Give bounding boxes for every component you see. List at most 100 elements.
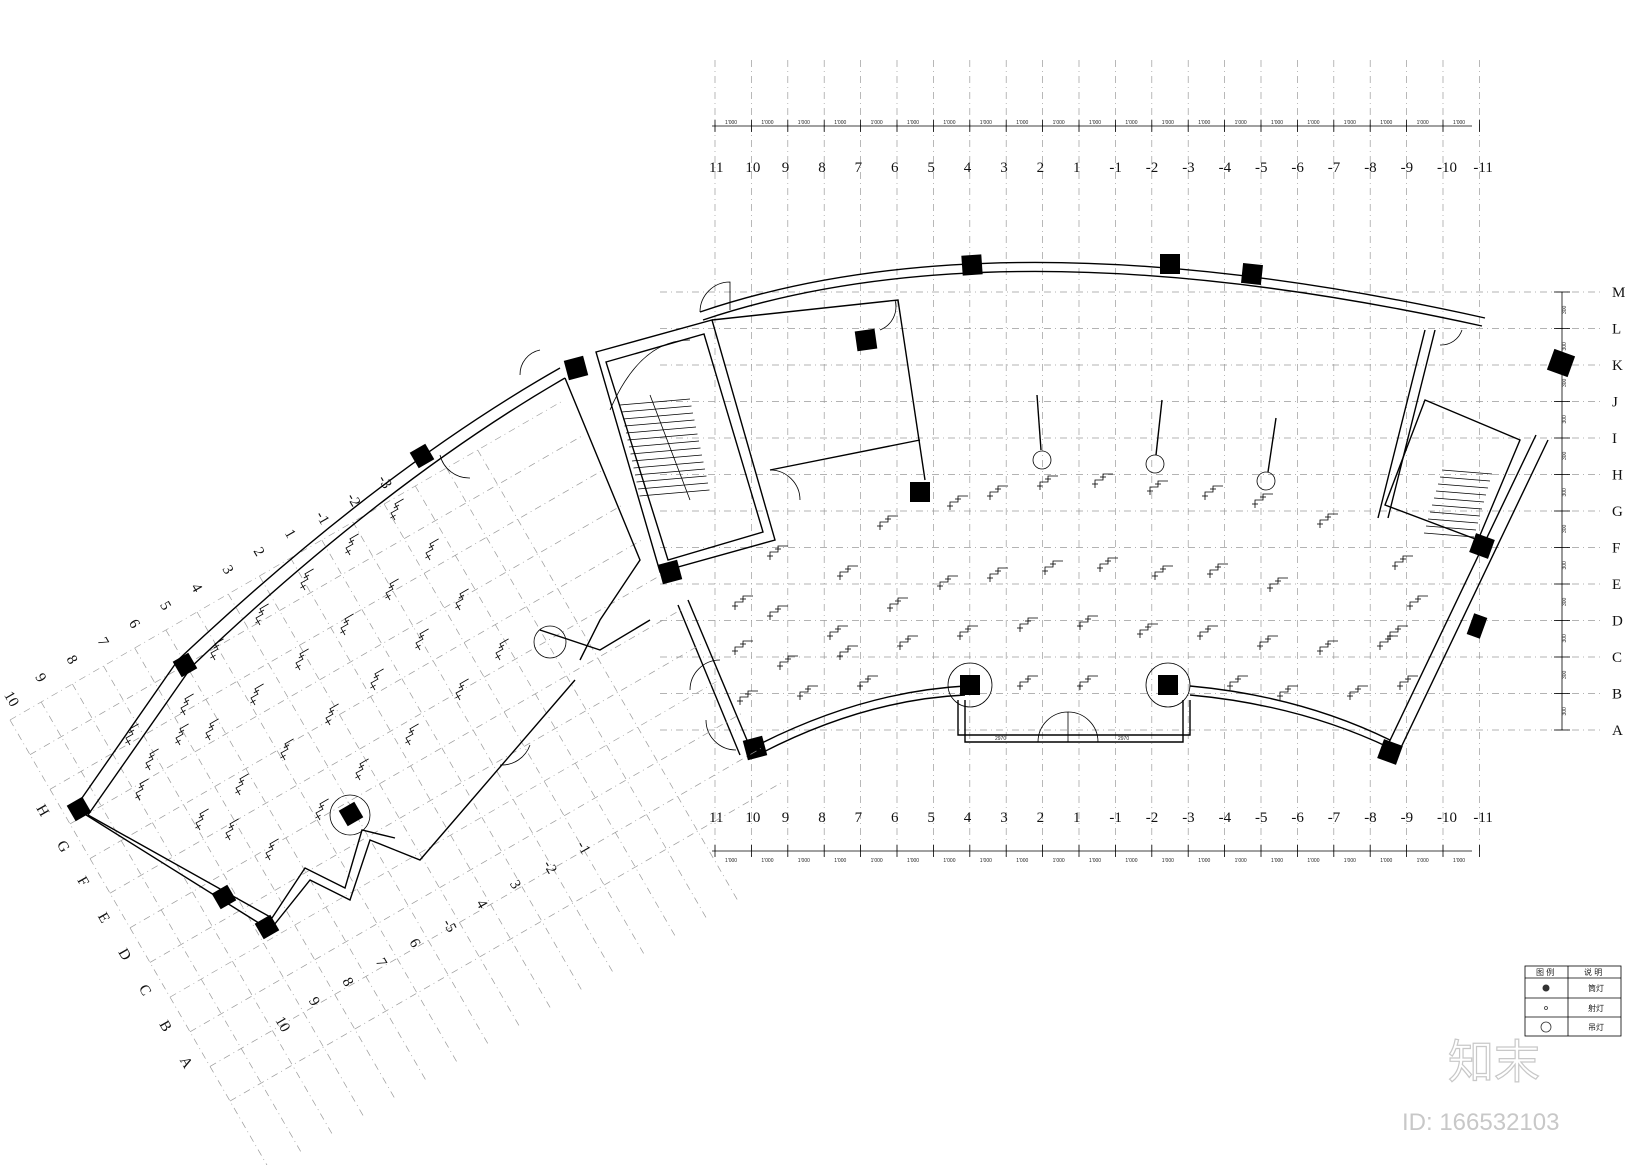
grid-line-diag — [40, 701, 302, 1153]
dim-label: 1'000 — [907, 120, 919, 126]
grid-line-diag — [229, 780, 785, 1102]
axis-label-top: 10 — [745, 160, 760, 176]
left-west-wall — [74, 659, 179, 809]
left-plan-door-east[interactable] — [499, 744, 531, 766]
light-fixture — [1392, 555, 1413, 570]
dim-label: 1'000 — [834, 858, 846, 864]
right-stair-core — [1384, 399, 1521, 541]
left-bottom-axis-label: 9 — [305, 995, 323, 1009]
grid-line-diag — [129, 607, 685, 929]
west-side-door[interactable] — [689, 659, 721, 691]
structural-columns — [563, 254, 1576, 765]
light-fixture — [180, 693, 194, 716]
axis-label-bottom: 2 — [1037, 810, 1045, 826]
downlight-symbol-icon — [1542, 984, 1550, 992]
dim-label: 1'000 — [1089, 120, 1101, 126]
office-door[interactable] — [769, 469, 801, 501]
dim-label: 1'000 — [1198, 120, 1210, 126]
dim-label: 1'000 — [761, 858, 773, 864]
light-fixture — [175, 723, 189, 746]
light-fixture — [1097, 557, 1118, 572]
axis-label-bottom: -10 — [1437, 810, 1457, 826]
light-fixture — [145, 748, 159, 771]
light-fixture — [1037, 475, 1058, 490]
axis-label-bottom: 1 — [1073, 810, 1081, 826]
light-fixture — [957, 625, 978, 640]
dim-label: 1'000 — [1380, 120, 1392, 126]
light-fixture — [1317, 640, 1338, 655]
light-fixture — [777, 655, 798, 670]
axis-label-top: 8 — [818, 160, 826, 176]
left-plan-door-corner[interactable] — [519, 349, 541, 376]
left-axis-label: 2 — [250, 545, 268, 559]
light-fixture — [345, 533, 359, 556]
grid-line-diag — [352, 521, 614, 973]
south-curved-wall-right — [1189, 694, 1391, 749]
row-label: B — [1612, 687, 1622, 703]
north-curved-wall — [699, 261, 1486, 319]
dim-label: 1'000 — [761, 120, 773, 126]
row-label: G — [1612, 504, 1623, 520]
left-round-column-2 — [329, 794, 371, 836]
office-door-top[interactable] — [879, 299, 897, 331]
light-fixture — [425, 538, 439, 561]
axis-label-top: -4 — [1219, 160, 1232, 176]
axis-label-top: -1 — [1109, 160, 1122, 176]
axis-label-top: 4 — [964, 160, 972, 176]
pendant-symbol-icon — [1540, 1021, 1552, 1033]
entrance-door-right[interactable] — [1067, 711, 1099, 743]
south-curved-wall-right-inner — [1189, 685, 1391, 741]
light-fixture — [125, 723, 139, 746]
north-curved-wall-inner — [702, 270, 1483, 327]
axis-label-top: 6 — [891, 160, 899, 176]
west-side-door-lower[interactable] — [705, 719, 737, 751]
light-fixture — [225, 818, 239, 841]
side-dim-label: 300 — [1562, 342, 1568, 351]
north-west-door[interactable] — [699, 281, 731, 313]
light-fixture — [355, 758, 369, 781]
left-axis-label: -3 — [374, 473, 394, 492]
light-fixture — [340, 613, 354, 636]
grid-line-diag — [69, 503, 625, 825]
light-fixture — [877, 515, 898, 530]
dim-label: 1'000 — [1016, 858, 1028, 864]
light-fixture — [1077, 675, 1098, 690]
dim-label: 1'000 — [1125, 858, 1137, 864]
grid-line-diag — [321, 539, 583, 991]
east-partition-inner — [1387, 329, 1436, 519]
dim-label: 1'000 — [1307, 858, 1319, 864]
left-bottom-axis-label: -2 — [540, 858, 560, 877]
left-plan-grid — [9, 399, 785, 1165]
axis-label-top: -3 — [1182, 160, 1195, 176]
grid-line-diag — [72, 683, 333, 1135]
axis-label-top: -7 — [1328, 160, 1341, 176]
left-light-fixtures — [125, 498, 509, 861]
dim-label: 1'000 — [725, 120, 737, 126]
left-axis-label: 8 — [63, 653, 81, 667]
axis-label-top: -5 — [1255, 160, 1268, 176]
grid-line-diag — [414, 485, 676, 937]
left-plan-door-top[interactable] — [439, 454, 471, 479]
axis-label-bottom: -6 — [1291, 810, 1304, 826]
axis-label-top: -9 — [1401, 160, 1414, 176]
light-fixture — [370, 668, 384, 691]
right-plan-horizontal-grid — [660, 291, 1600, 731]
legend-row-spotlight: 射灯 — [1588, 1003, 1604, 1013]
left-axis-label: 5 — [156, 599, 174, 613]
dim-label: 1'000 — [1162, 120, 1174, 126]
axis-label-bottom: 10 — [745, 810, 760, 826]
light-fixture — [195, 808, 209, 831]
light-fixture — [1137, 623, 1158, 638]
grid-line-diag — [109, 572, 665, 894]
north-east-door[interactable] — [1439, 329, 1463, 346]
light-fixture — [947, 495, 968, 510]
axis-label-bottom: 4 — [964, 810, 972, 826]
left-south-wall — [74, 807, 396, 931]
entrance-door-left[interactable] — [1037, 711, 1069, 743]
dim-label: 1'000 — [1271, 858, 1283, 864]
light-fixture — [937, 575, 958, 590]
